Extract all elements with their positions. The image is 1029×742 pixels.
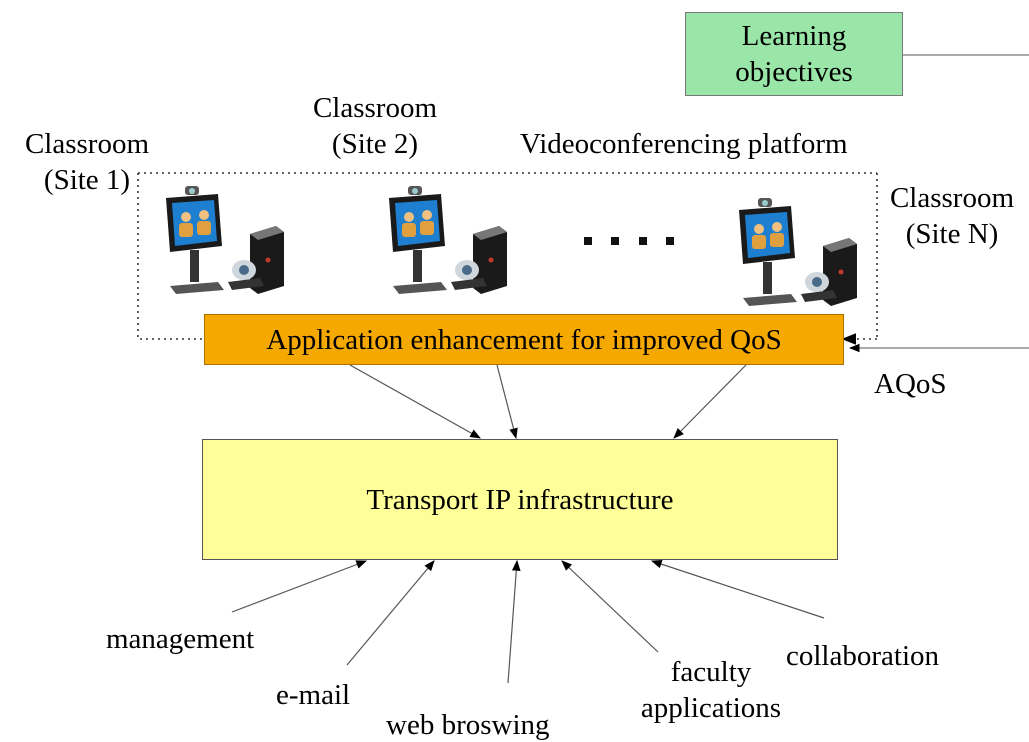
siteN-line2: (Site N) (905, 218, 999, 250)
faculty-line1: faculty (670, 656, 752, 688)
collaboration-label: collaboration (786, 640, 940, 672)
enhancement-to-transport-arrow-3 (673, 364, 747, 439)
faculty-arrow (561, 560, 659, 653)
transport-ip-box: Transport IP infrastructure (202, 439, 838, 560)
ellipsis-dot (638, 237, 647, 245)
transport-ip-label: Transport IP infrastructure (366, 483, 674, 516)
videoconferencing-terminal-icon (383, 186, 523, 299)
aqos-label: AQoS (874, 368, 947, 400)
learning-objectives-line2: objectives (735, 56, 853, 88)
web-browsing-label: web broswing (386, 709, 550, 741)
learning-objectives-box: Learning objectives (685, 12, 903, 96)
site2-line1: Classroom (312, 92, 438, 124)
site1-label: Classroom (Site 1) (4, 126, 170, 198)
ellipsis-dot (611, 237, 620, 245)
management-label: management (106, 623, 255, 655)
platform-label: Videoconferencing platform (520, 128, 848, 160)
videoconferencing-terminal-icon (160, 186, 300, 299)
videoconferencing-terminal-icon (733, 198, 873, 311)
site1-line1: Classroom (24, 128, 150, 160)
site1-line2: (Site 1) (43, 164, 131, 196)
platform-dotted-boundary (137, 173, 204, 340)
site2-label: Classroom (Site 2) (295, 90, 455, 162)
email-label: e-mail (276, 679, 351, 711)
application-enhancement-label: Application enhancement for improved QoS (266, 323, 782, 356)
application-enhancement-box: Application enhancement for improved QoS (204, 314, 844, 365)
faculty-applications-label: faculty applications (626, 654, 796, 726)
more-sites-ellipsis (584, 226, 674, 256)
enhancement-to-transport-arrow-1 (349, 364, 481, 439)
faculty-line2: applications (640, 692, 782, 724)
enhancement-to-transport-arrow-2 (496, 364, 518, 440)
siteN-label: Classroom (Site N) (874, 180, 1029, 252)
siteN-line1: Classroom (889, 182, 1015, 214)
web-arrow (507, 559, 521, 684)
ellipsis-dot (665, 237, 674, 245)
email-arrow (346, 560, 435, 666)
learning-objectives-line1: Learning (741, 20, 847, 52)
collaboration-arrow (650, 559, 825, 619)
ellipsis-dot (584, 237, 592, 245)
site2-line2: (Site 2) (331, 128, 419, 160)
management-arrow (231, 560, 368, 613)
